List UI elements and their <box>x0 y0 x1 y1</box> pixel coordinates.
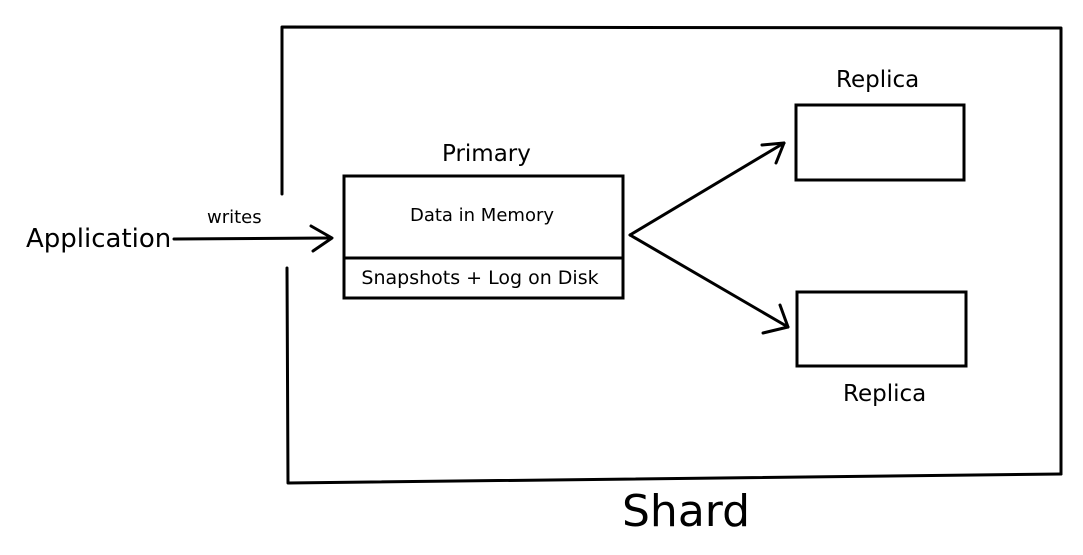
replication-arrow-top <box>628 141 786 237</box>
memory-label: Data in Memory <box>410 205 554 226</box>
primary-title: Primary <box>442 141 531 167</box>
replica-top-box <box>794 103 966 182</box>
shard-boundary-upper <box>280 25 1063 476</box>
write-arrow <box>172 224 334 253</box>
primary-box: Data in Memory Snapshots + Log on Disk <box>342 174 625 300</box>
shard-label: Shard <box>622 486 750 537</box>
replica-top-title: Replica <box>836 67 919 93</box>
writes-label: writes <box>207 207 262 228</box>
replication-arrow-bottom <box>628 233 790 335</box>
replica-bottom-title: Replica <box>843 381 926 407</box>
primary-disk-section <box>342 256 625 300</box>
primary-memory-section <box>342 174 625 260</box>
application-label: Application <box>26 224 171 254</box>
shard-boundary-lower <box>285 266 1063 485</box>
replica-bottom-box <box>795 290 968 368</box>
disk-label: Snapshots + Log on Disk <box>361 267 598 289</box>
